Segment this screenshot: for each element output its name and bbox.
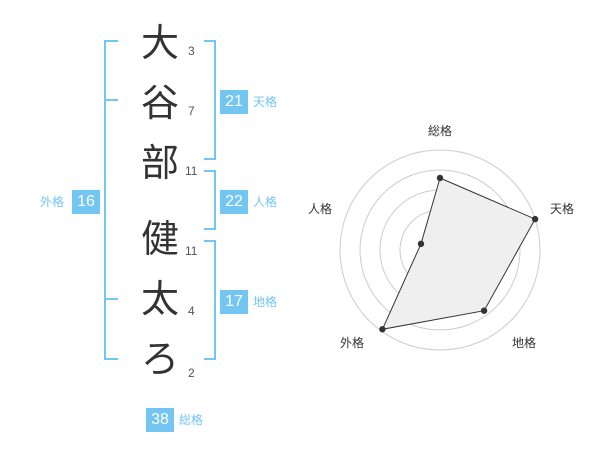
stroke-count-1: 3 <box>188 44 195 58</box>
radar-ring-4 <box>359 169 521 331</box>
radar-label-soukaku: 総格 <box>428 124 453 138</box>
stroke-count-6: 2 <box>188 366 195 380</box>
radar-data-points <box>379 174 539 333</box>
chikaku-bracket-top <box>204 240 216 242</box>
gaikaku-bracket-top <box>104 40 118 42</box>
chikaku-bracket-spine <box>214 240 216 360</box>
name-char-3: 部 <box>140 141 179 185</box>
jinkaku-bracket-bottom <box>204 228 216 230</box>
name-char-2: 谷 <box>140 81 179 125</box>
tenkaku-bracket-top <box>204 40 216 42</box>
jinkaku-bracket-spine <box>214 170 216 230</box>
soukaku-label: 総格 <box>179 413 204 427</box>
jinkaku-label: 人格 <box>253 195 278 209</box>
gaikaku-bracket-spine <box>104 40 106 360</box>
radar-point-2 <box>531 215 539 223</box>
name-char-5: 太 <box>140 277 179 321</box>
gaikaku-bracket-mid2 <box>104 298 118 300</box>
stroke-count-3: 11 <box>185 164 198 178</box>
gaikaku-bracket-mid <box>104 99 118 101</box>
name-char-4: 健 <box>140 217 179 261</box>
radar-label-gaikaku: 外格 <box>340 336 365 350</box>
chikaku-label: 地格 <box>253 295 278 309</box>
stroke-count-4: 11 <box>185 244 198 258</box>
radar-point-1 <box>436 174 444 182</box>
radar-point-5 <box>417 240 425 248</box>
stroke-count-2: 7 <box>188 104 195 118</box>
chikaku-bracket-bottom <box>204 358 216 360</box>
radar-label-chikaku: 地格 <box>512 336 537 350</box>
radar-point-3 <box>480 307 488 314</box>
radar-ring-5 <box>339 149 541 351</box>
tenkaku-bracket-bottom <box>204 158 216 160</box>
radar-label-tenkaku: 天格 <box>550 202 575 216</box>
tenkaku-label: 天格 <box>253 95 278 109</box>
gaikaku-value: 16 <box>72 190 100 214</box>
jinkaku-bracket-top <box>204 170 216 172</box>
name-char-6: ろ <box>140 337 179 381</box>
tenkaku-bracket-spine <box>214 40 216 160</box>
stroke-count-5: 4 <box>188 304 195 318</box>
gaikaku-label: 外格 <box>40 195 65 209</box>
chikaku-value: 17 <box>220 290 248 314</box>
name-char-1: 大 <box>140 21 179 65</box>
soukaku-value: 38 <box>146 408 174 432</box>
tenkaku-value: 21 <box>220 90 248 114</box>
jinkaku-value: 22 <box>220 190 248 214</box>
radar-point-4 <box>379 326 386 333</box>
radar-chart <box>339 149 541 351</box>
radar-label-jinkaku: 人格 <box>308 202 333 216</box>
radar-data-polygon <box>381 177 536 330</box>
gaikaku-bracket-bottom <box>104 358 118 360</box>
